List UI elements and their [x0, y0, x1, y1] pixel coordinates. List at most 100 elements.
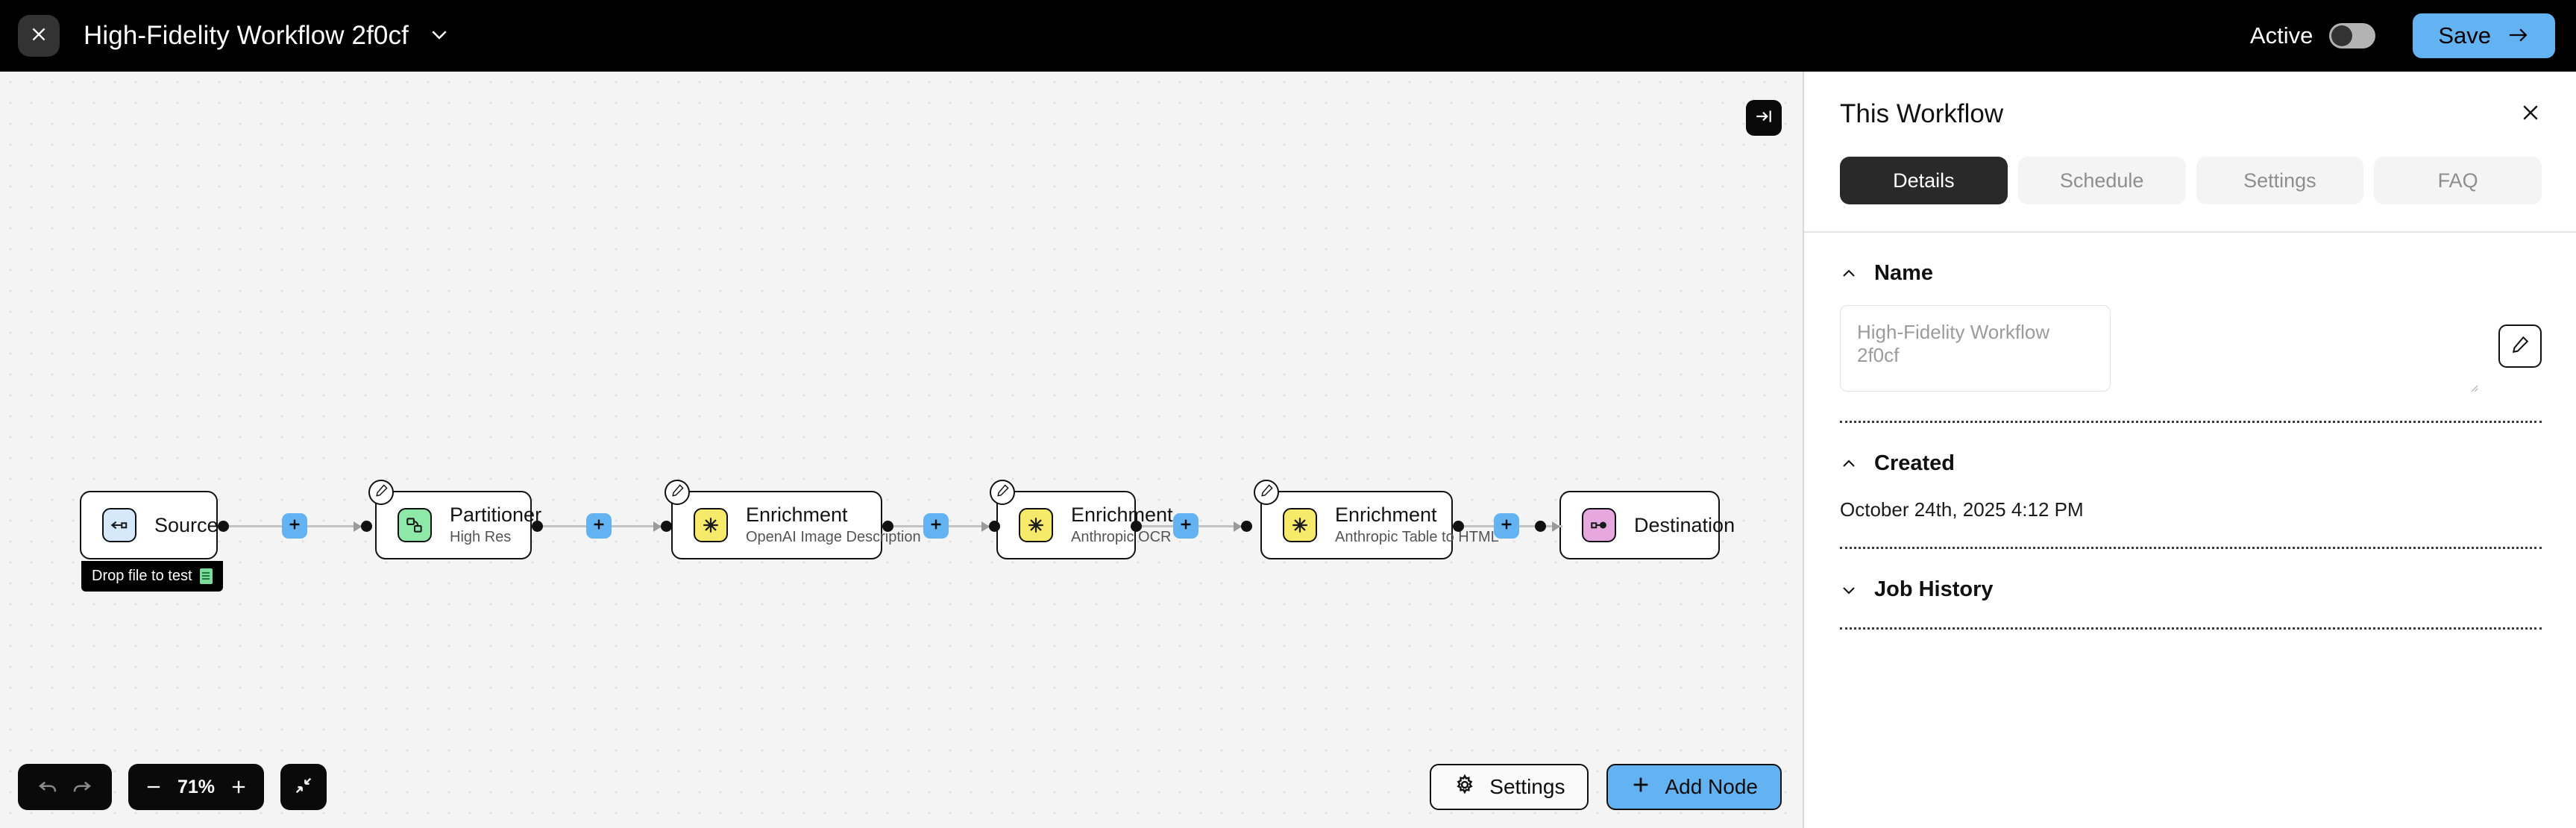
- add-node-on-edge-button[interactable]: [923, 513, 949, 539]
- fit-view-button[interactable]: [280, 764, 327, 810]
- plus-icon: [1498, 516, 1515, 536]
- destination-icon: [1582, 508, 1616, 542]
- node-enrichment-openai-image-description[interactable]: Enrichment OpenAI Image Description: [665, 480, 921, 559]
- drop-file-hint[interactable]: Drop file to test: [81, 561, 223, 592]
- edge-source-handle[interactable]: [882, 521, 893, 532]
- node-subtitle: OpenAI Image Description: [746, 528, 921, 545]
- add-node-on-edge-button[interactable]: [586, 513, 612, 539]
- zoom-in-button[interactable]: [228, 777, 249, 797]
- section-created-header[interactable]: Created: [1840, 423, 2542, 476]
- chevron-down-icon: [428, 23, 450, 49]
- chevron-down-icon: [1843, 586, 1855, 594]
- edge-source-handle[interactable]: [1131, 521, 1142, 532]
- edit-name-button[interactable]: [2498, 324, 2542, 368]
- node-text: Enrichment Anthropic OCR: [1071, 504, 1173, 546]
- node-enrichment-anthropic-ocr[interactable]: Enrichment Anthropic OCR: [990, 480, 1173, 559]
- collapse-panel-icon: [1754, 107, 1774, 130]
- edge-source-handle[interactable]: [218, 521, 229, 532]
- edit-node-button[interactable]: [1254, 480, 1279, 505]
- zoom-level-value[interactable]: 71%: [177, 776, 216, 797]
- tabs-divider: [1804, 231, 2576, 233]
- undo-button[interactable]: [37, 776, 59, 798]
- arrow-right-icon: [2507, 22, 2530, 49]
- edge-source-handle[interactable]: [1453, 521, 1464, 532]
- edge-arrowhead: [981, 521, 990, 532]
- edge-arrowhead: [1552, 521, 1560, 532]
- tab-details[interactable]: Details: [1840, 157, 2008, 204]
- divider: [1840, 627, 2542, 630]
- plus-icon: [1630, 774, 1651, 800]
- node-text: Partitioner High Res: [450, 504, 541, 546]
- top-bar: High-Fidelity Workflow 2f0cf Active Save: [0, 0, 2576, 72]
- node-enrichment-anthropic-table-to-html[interactable]: Enrichment Anthropic Table to HTML: [1254, 480, 1499, 559]
- node-destination[interactable]: Destination: [1559, 491, 1735, 559]
- node-text: Enrichment Anthropic Table to HTML: [1335, 504, 1499, 546]
- edge-target-handle[interactable]: [1535, 521, 1546, 532]
- pencil-icon: [996, 483, 1010, 501]
- node-text: Enrichment OpenAI Image Description: [746, 504, 921, 546]
- add-node-on-edge-button[interactable]: [282, 513, 307, 539]
- add-node-on-edge-button[interactable]: [1494, 513, 1519, 539]
- node-subtitle: Anthropic Table to HTML: [1335, 528, 1499, 545]
- created-date-value: October 24th, 2025 4:12 PM: [1840, 498, 2084, 521]
- sparkle-icon: [1283, 508, 1317, 542]
- this-workflow-panel: This Workflow Details Schedule Settings …: [1803, 72, 2576, 828]
- workflow-name-input[interactable]: [1840, 305, 2111, 392]
- resize-grip-icon: [2468, 382, 2478, 392]
- chevron-up-icon: [1843, 460, 1855, 467]
- workflow-title-dropdown-button[interactable]: [428, 23, 450, 49]
- add-node-on-edge-button[interactable]: [1173, 513, 1199, 539]
- node-subtitle: Anthropic OCR: [1071, 528, 1172, 545]
- redo-button[interactable]: [71, 776, 93, 798]
- section-name-header[interactable]: Name: [1840, 233, 2542, 286]
- add-node-button[interactable]: Add Node: [1606, 764, 1782, 810]
- edge-target-handle[interactable]: [989, 521, 1000, 532]
- pencil-icon: [1260, 483, 1274, 501]
- section-created: Created October 24th, 2025 4:12 PM: [1804, 423, 2576, 521]
- edit-node-button[interactable]: [368, 480, 394, 505]
- plus-icon: [591, 516, 607, 536]
- plus-icon: [286, 516, 303, 536]
- partition-icon: [398, 508, 432, 542]
- edge-target-handle[interactable]: [361, 521, 372, 532]
- tab-settings[interactable]: Settings: [2196, 157, 2364, 204]
- close-workflow-button[interactable]: [18, 15, 60, 57]
- canvas-settings-button[interactable]: Settings: [1430, 764, 1589, 810]
- save-button[interactable]: Save: [2413, 13, 2555, 58]
- section-job-history: Job History: [1804, 549, 2576, 602]
- node-title: Partitioner: [450, 504, 542, 527]
- zoom-out-button[interactable]: [143, 777, 164, 797]
- edit-node-button[interactable]: [990, 480, 1015, 505]
- collapse-panel-button[interactable]: [1746, 100, 1782, 136]
- tab-schedule[interactable]: Schedule: [2017, 157, 2186, 204]
- edge-target-handle[interactable]: [661, 521, 672, 532]
- tab-faq[interactable]: FAQ: [2374, 157, 2542, 204]
- node-title: Enrichment: [1071, 504, 1173, 527]
- section-name: Name: [1804, 233, 2576, 395]
- panel-tabs: Details Schedule Settings FAQ: [1804, 157, 2576, 204]
- section-job-history-header[interactable]: Job History: [1840, 549, 2542, 602]
- node-source[interactable]: Source Drop file to test: [80, 491, 223, 592]
- node-title: Destination: [1634, 513, 1735, 536]
- top-bar-actions: Active Save: [2250, 13, 2576, 58]
- active-toggle-knob: [2331, 25, 2353, 46]
- node-title: Source: [154, 513, 219, 536]
- canvas-settings-label: Settings: [1489, 775, 1565, 798]
- edge-target-handle[interactable]: [1241, 521, 1252, 532]
- edge-source-handle[interactable]: [532, 521, 543, 532]
- chevron-up-icon: [1843, 269, 1855, 277]
- panel-title: This Workflow: [1840, 99, 2004, 128]
- pencil-icon: [670, 483, 685, 501]
- close-panel-button[interactable]: [2519, 101, 2542, 128]
- node-graph: Source Drop file to test: [0, 72, 1803, 828]
- close-icon: [2519, 101, 2542, 128]
- add-node-label: Add Node: [1665, 775, 1758, 798]
- undo-redo-group: [18, 764, 112, 810]
- active-toggle[interactable]: [2329, 23, 2376, 48]
- edit-node-button[interactable]: [665, 480, 690, 505]
- pencil-icon: [2510, 335, 2530, 358]
- zoom-controls: 71%: [128, 764, 264, 810]
- drop-file-hint-label: Drop file to test: [92, 568, 192, 584]
- workflow-canvas[interactable]: Source Drop file to test: [0, 72, 1803, 828]
- node-partitioner[interactable]: Partitioner High Res: [368, 480, 541, 559]
